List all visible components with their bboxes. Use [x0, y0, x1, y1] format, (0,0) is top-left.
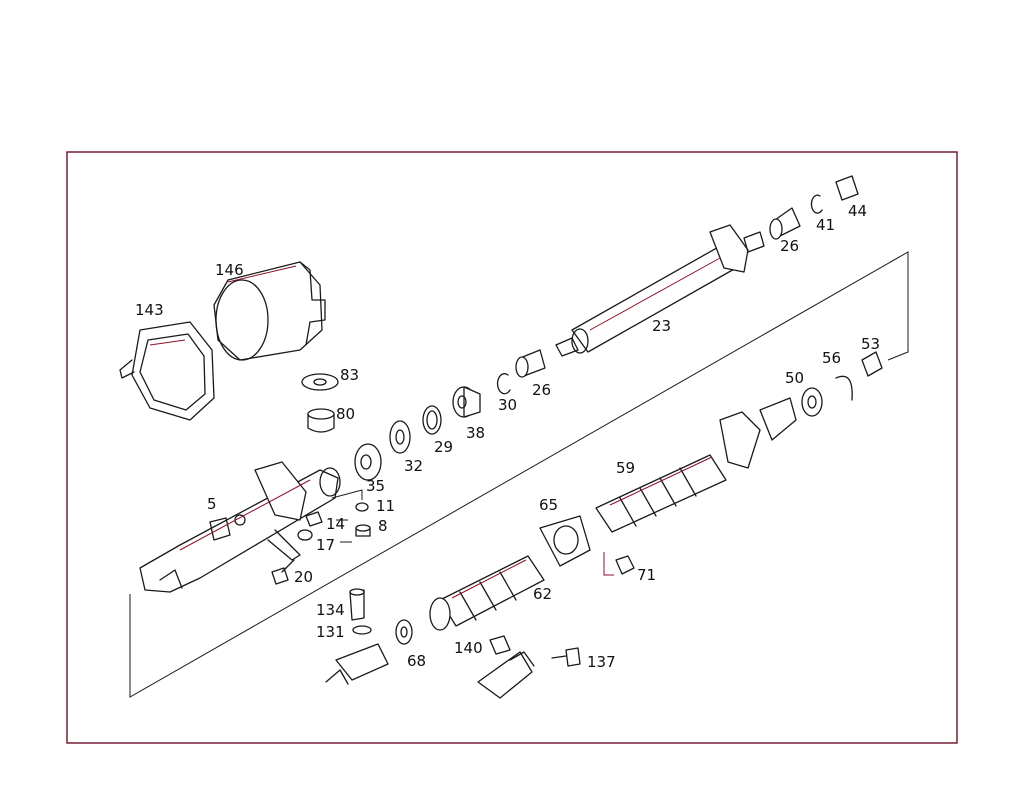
callout-30: 30 — [498, 396, 517, 414]
callout-68: 68 — [407, 652, 426, 670]
part-134-bolt — [349, 588, 365, 621]
callout-140: 140 — [454, 639, 483, 657]
callout-83: 83 — [340, 366, 359, 384]
callout-17: 17 — [316, 536, 335, 554]
callout-65: 65 — [539, 496, 558, 514]
callout-56: 56 — [822, 349, 841, 367]
part-26-bushing-upper — [769, 207, 801, 240]
part-32-washer — [389, 420, 411, 454]
callout-50: 50 — [785, 369, 804, 387]
callout-71: 71 — [637, 566, 656, 584]
callout-20: 20 — [294, 568, 313, 586]
part-68-bushing — [395, 619, 413, 645]
part-140-nut — [489, 635, 511, 655]
callout-146: 146 — [215, 261, 244, 279]
part-5-column-tube — [139, 461, 341, 593]
callout-26-lower: 26 — [532, 381, 551, 399]
part-41-circlip — [810, 194, 823, 214]
part-65-gasket — [539, 515, 591, 567]
part-30-circlip — [496, 373, 511, 395]
callout-41: 41 — [816, 216, 835, 234]
part-80-cap — [307, 408, 335, 433]
callout-131: 131 — [316, 623, 345, 641]
callout-44: 44 — [848, 202, 867, 220]
part-26-bushing-lower — [515, 349, 546, 378]
part-29-ring — [422, 405, 442, 435]
callout-5: 5 — [207, 495, 217, 513]
callout-38: 38 — [466, 424, 485, 442]
callout-32: 32 — [404, 457, 423, 475]
part-59-intermediate-shaft — [595, 397, 797, 533]
part-8-nut — [355, 524, 371, 537]
callout-134: 134 — [316, 601, 345, 619]
part-56-clamp — [835, 375, 853, 401]
part-11-washer — [355, 502, 369, 512]
callout-11: 11 — [376, 497, 395, 515]
universal-joint-flange — [477, 651, 535, 699]
part-20-bolt — [271, 559, 295, 585]
callout-14: 14 — [326, 515, 345, 533]
callout-137: 137 — [587, 653, 616, 671]
group-bracket-line — [129, 251, 909, 698]
part-17-washer — [297, 529, 313, 541]
callout-29: 29 — [434, 438, 453, 456]
part-50-nut — [801, 387, 823, 417]
callout-23: 23 — [652, 317, 671, 335]
part-83-washer — [301, 373, 339, 391]
callout-143: 143 — [135, 301, 164, 319]
part-44-clip — [835, 175, 859, 201]
part-137-bolt — [551, 647, 581, 667]
part-62-lower-boot — [429, 555, 545, 631]
callout-8: 8 — [378, 517, 388, 535]
callout-80: 80 — [336, 405, 355, 423]
part-14-clip — [305, 511, 323, 527]
part-23-steering-shaft — [555, 224, 765, 357]
callout-26-upper: 26 — [780, 237, 799, 255]
callout-53: 53 — [861, 335, 880, 353]
part-71-nut — [615, 555, 635, 575]
callout-59: 59 — [616, 459, 635, 477]
part-38-bearing — [452, 386, 481, 418]
part-143-shroud — [119, 321, 215, 421]
part-35-nut — [354, 443, 382, 481]
part-146-cover — [213, 261, 326, 361]
universal-joint-lower — [325, 643, 389, 685]
callout-35: 35 — [366, 477, 385, 495]
callout-62: 62 — [533, 585, 552, 603]
part-53-retainer — [861, 351, 883, 377]
part-131-washer — [352, 625, 372, 635]
diagram-frame — [66, 151, 958, 744]
